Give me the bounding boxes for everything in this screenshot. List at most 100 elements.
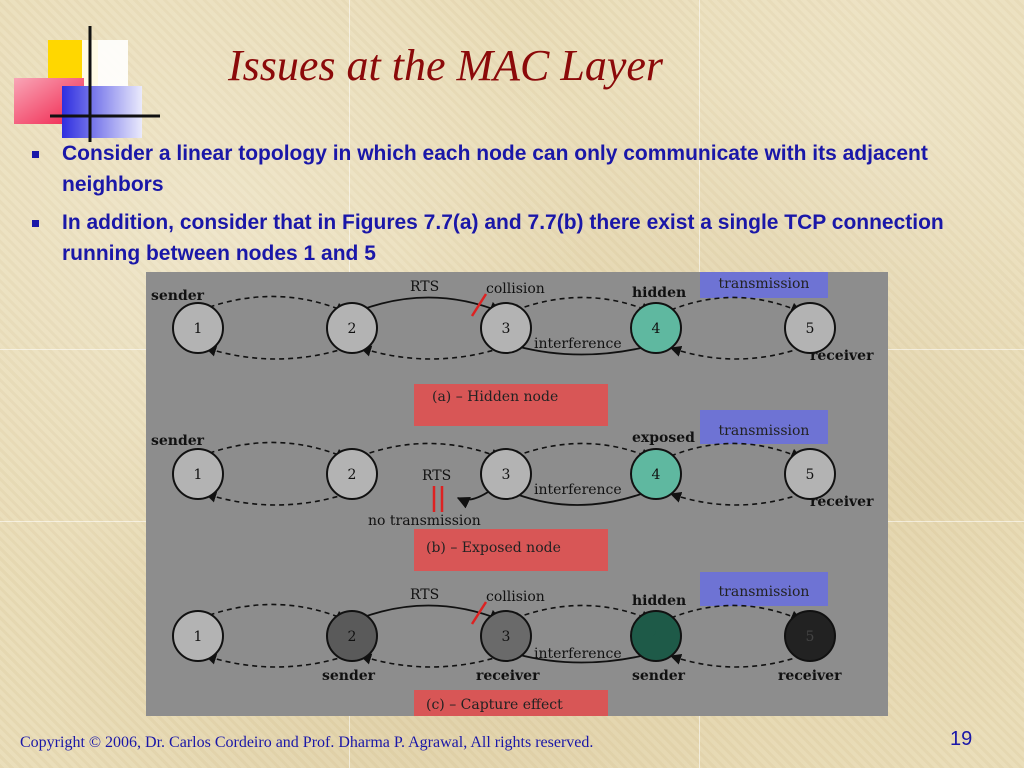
node-2: 2 xyxy=(326,610,378,662)
link-arrow xyxy=(204,491,347,506)
transmission-label: transmission xyxy=(719,584,810,600)
caption-box xyxy=(414,529,608,571)
bullet-list: Consider a linear topology in which each… xyxy=(30,138,990,276)
bullet-square-icon xyxy=(32,151,39,158)
rts-arrow xyxy=(456,489,492,509)
link-arrow xyxy=(200,441,348,460)
svg-text:2: 2 xyxy=(348,321,357,337)
svg-text:5: 5 xyxy=(806,629,815,645)
node-5: 5 xyxy=(784,448,836,500)
interference-label: interference xyxy=(534,482,622,498)
node-1: 1 xyxy=(172,448,224,500)
bullet-square-icon xyxy=(32,220,39,227)
caption-c: (c) – Capture effect xyxy=(426,697,563,713)
collision-mark xyxy=(470,601,488,625)
collision-label: collision xyxy=(486,589,545,605)
svg-text:4: 4 xyxy=(652,321,661,337)
interference-arrow xyxy=(512,650,642,664)
caption-box xyxy=(414,384,608,426)
panel-a-hidden-node: transmission sender RTS collision hidden… xyxy=(151,272,874,426)
link-arrow xyxy=(670,296,803,314)
rts-label: RTS xyxy=(422,468,451,484)
bullet-item: In addition, consider that in Figures 7.… xyxy=(30,207,990,269)
node-4: 4 xyxy=(630,448,682,500)
svg-text:1: 1 xyxy=(194,467,203,483)
rts-arrow xyxy=(360,604,503,622)
figure-mac-issues: transmission sender RTS collision hidden… xyxy=(146,272,888,716)
link-arrow xyxy=(204,653,347,668)
svg-text:3: 3 xyxy=(502,321,511,337)
transmission-box xyxy=(700,272,828,298)
svg-text:5: 5 xyxy=(806,467,815,483)
transmission-box xyxy=(700,572,828,606)
node-2: 2 xyxy=(326,302,378,354)
node-3: 3 xyxy=(480,302,532,354)
link-arrow xyxy=(515,604,653,622)
node-5: 5 xyxy=(784,610,836,662)
link-arrow xyxy=(670,442,803,460)
sender-label: sender xyxy=(322,668,376,684)
node-3: 3 xyxy=(480,610,532,662)
link-arrow xyxy=(359,345,502,360)
rts-arrow xyxy=(360,296,503,314)
rts-label: RTS xyxy=(410,279,439,295)
svg-text:2: 2 xyxy=(348,467,357,483)
svg-text:3: 3 xyxy=(502,467,511,483)
node-3: 3 xyxy=(480,448,532,500)
exposed-label: exposed xyxy=(632,430,695,446)
svg-text:1: 1 xyxy=(194,629,203,645)
transmission-label: transmission xyxy=(719,276,810,292)
svg-text:1: 1 xyxy=(194,321,203,337)
link-arrow xyxy=(359,653,502,668)
node-2: 2 xyxy=(326,448,378,500)
rts-label: RTS xyxy=(410,587,439,603)
link-arrow xyxy=(669,345,802,360)
receiver-label: receiver xyxy=(778,668,842,684)
link-arrow xyxy=(200,295,348,314)
svg-text:2: 2 xyxy=(348,629,357,645)
hidden-label: hidden xyxy=(632,285,686,301)
svg-text:4: 4 xyxy=(652,629,661,645)
link-arrow xyxy=(200,603,348,622)
no-transmission-label: no transmission xyxy=(368,513,481,529)
svg-text:5: 5 xyxy=(806,321,815,337)
link-arrow xyxy=(360,442,503,460)
link-arrow xyxy=(515,296,653,314)
caption-a: (a) – Hidden node xyxy=(432,389,558,405)
node-5: 5 xyxy=(784,302,836,354)
collision-mark xyxy=(470,293,488,317)
link-arrow xyxy=(204,345,347,360)
interference-label: interference xyxy=(534,646,622,662)
panel-c-capture-effect: transmission RTS collision hidden interf… xyxy=(172,572,842,716)
link-arrow xyxy=(670,604,803,622)
caption-box xyxy=(414,690,608,716)
svg-text:3: 3 xyxy=(502,629,511,645)
hidden-label: hidden xyxy=(632,593,686,609)
interference-arrow xyxy=(512,490,642,506)
link-arrow xyxy=(669,653,802,668)
link-arrow xyxy=(515,442,653,460)
link-arrow xyxy=(669,491,802,506)
sender-label: sender xyxy=(151,288,205,304)
interference-arrow xyxy=(512,342,642,356)
receiver-label: receiver xyxy=(476,668,540,684)
caption-b: (b) – Exposed node xyxy=(426,540,561,556)
sender-label: sender xyxy=(151,433,205,449)
decorative-blocks xyxy=(14,26,160,142)
bullet-item: Consider a linear topology in which each… xyxy=(30,138,990,200)
node-1: 1 xyxy=(172,610,224,662)
receiver-label: receiver xyxy=(810,494,874,510)
receiver-label: receiver xyxy=(810,348,874,364)
node-4: 4 xyxy=(630,610,682,662)
slide-title: Issues at the MAC Layer xyxy=(228,41,664,90)
copyright-footer: Copyright © 2006, Dr. Carlos Cordeiro an… xyxy=(20,734,594,751)
sender-label: sender xyxy=(632,668,686,684)
transmission-box xyxy=(700,410,828,444)
transmission-label: transmission xyxy=(719,423,810,439)
bullet-text: In addition, consider that in Figures 7.… xyxy=(62,211,944,265)
svg-text:4: 4 xyxy=(652,467,661,483)
interference-label: interference xyxy=(534,336,622,352)
node-1: 1 xyxy=(172,302,224,354)
page-number: 19 xyxy=(950,728,973,750)
panel-b-exposed-node: transmission sender exposed RTS interfer… xyxy=(151,410,874,571)
